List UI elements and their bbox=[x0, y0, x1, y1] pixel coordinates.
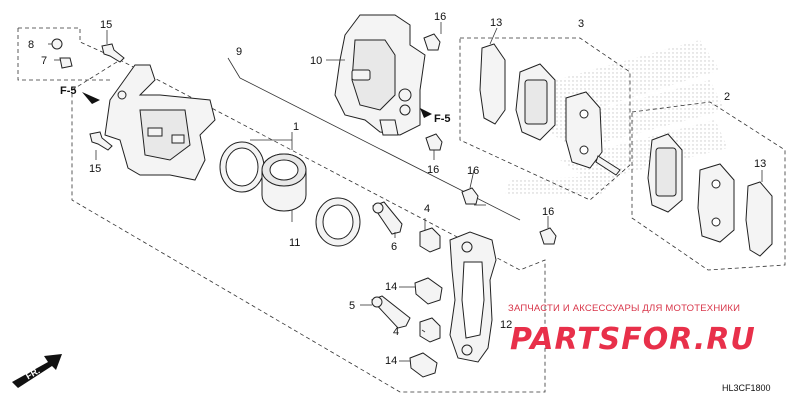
pad-set-2-outline bbox=[631, 101, 786, 271]
f5-right-arrow-icon bbox=[420, 108, 432, 118]
callout-14-upper: 14 bbox=[385, 281, 397, 293]
brake-pad-2-inner bbox=[697, 163, 735, 243]
callout-15-upper: 15 bbox=[100, 19, 112, 31]
callout-15-lower: 15 bbox=[89, 163, 101, 175]
callout-11: 11 bbox=[289, 237, 300, 249]
pad-spring-14-lower bbox=[409, 352, 438, 378]
pad-spring-14-upper bbox=[414, 277, 443, 305]
brake-pad-2-outer bbox=[647, 133, 683, 213]
callout-7: 7 bbox=[41, 55, 47, 67]
callout-16-c: 16 bbox=[467, 165, 479, 177]
pin-boot-4-upper bbox=[419, 227, 441, 253]
shim-13-lower bbox=[745, 181, 773, 257]
slide-pin-5 bbox=[371, 295, 411, 329]
callout-10: 10 bbox=[310, 55, 322, 67]
pad-set-3-outline bbox=[459, 37, 631, 201]
callout-16-a: 16 bbox=[434, 11, 446, 23]
bolt-16-d bbox=[539, 227, 557, 245]
brake-pad-3-outer bbox=[515, 63, 556, 141]
slide-pin-6 bbox=[372, 201, 403, 235]
pin-boot-4-lower bbox=[419, 317, 441, 343]
callout-4-upper: 4 bbox=[424, 203, 430, 215]
caliper-bracket-12 bbox=[449, 231, 497, 363]
callout-1: 1 bbox=[293, 121, 299, 133]
callout-5: 5 bbox=[349, 300, 355, 312]
callout-9: 9 bbox=[236, 46, 242, 58]
bleed-screw-7 bbox=[59, 57, 73, 69]
callout-14-lower: 14 bbox=[385, 355, 397, 367]
bleed-cap-8 bbox=[51, 38, 63, 50]
seal-ring-1 bbox=[219, 141, 265, 193]
watermark-tagline: ЗАПЧАСТИ И АКСЕССУАРЫ ДЛЯ МОТОТЕХНИКИ bbox=[508, 303, 740, 314]
f5-left-arrow-icon bbox=[82, 92, 100, 104]
callout-13-upper: 13 bbox=[490, 17, 502, 29]
bolt-16-b bbox=[425, 133, 443, 151]
bolt-15-lower bbox=[89, 131, 113, 151]
shim-13-upper bbox=[479, 43, 506, 125]
f5-ref-left: F-5 bbox=[60, 85, 77, 97]
bolt-16-a bbox=[423, 33, 441, 51]
diagram-code: HL3CF1800 bbox=[722, 383, 771, 393]
callout-16-b: 16 bbox=[427, 164, 439, 176]
callout-4-lower: 4 bbox=[393, 326, 399, 338]
watermark-brand: PARTSFOR.RU bbox=[510, 322, 756, 357]
caliper-body-10 bbox=[334, 14, 426, 136]
bolt-15-upper bbox=[101, 43, 125, 63]
leader-lines bbox=[48, 22, 763, 362]
callout-8: 8 bbox=[28, 39, 34, 51]
front-direction-arrow-icon bbox=[12, 354, 62, 388]
callout-12: 12 bbox=[500, 319, 512, 331]
callout-13-lower: 13 bbox=[754, 158, 766, 170]
bolt-16-c bbox=[461, 187, 479, 205]
f5-ref-right: F-5 bbox=[434, 113, 451, 125]
callout-6: 6 bbox=[391, 241, 397, 253]
callout-3: 3 bbox=[578, 18, 584, 30]
callout-16-d: 16 bbox=[542, 206, 554, 218]
caliper-bracket-9 bbox=[104, 64, 216, 181]
callout-2: 2 bbox=[724, 91, 730, 103]
piston-11 bbox=[261, 153, 307, 212]
seal-boot-1 bbox=[315, 197, 361, 247]
brake-pad-3-inner bbox=[565, 91, 621, 176]
